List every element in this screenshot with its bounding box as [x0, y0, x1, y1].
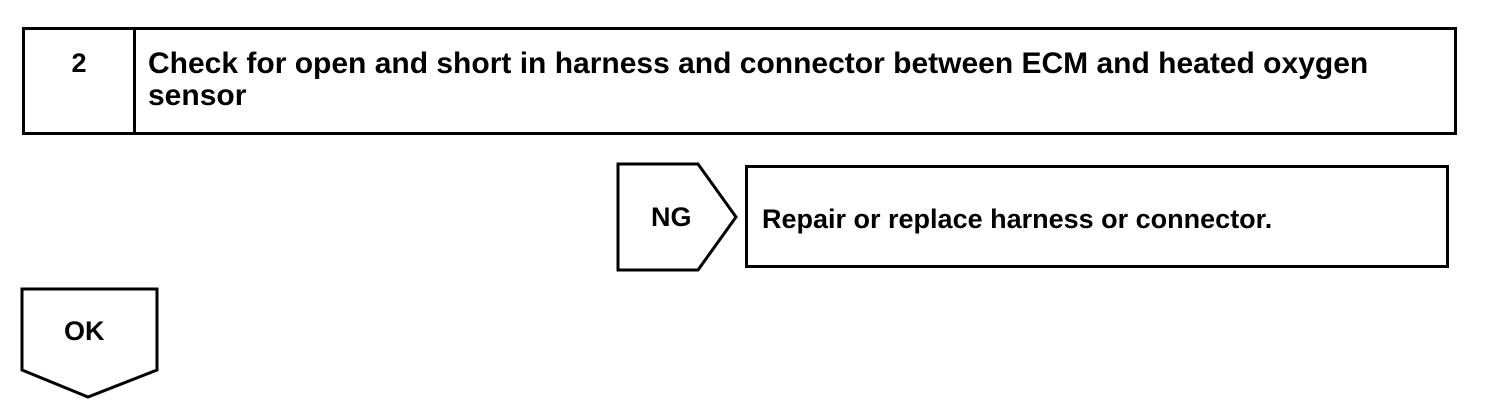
ng-label: NG — [651, 202, 692, 232]
ok-label: OK — [64, 316, 105, 346]
ng-action-box: Repair or replace harness or connector. — [745, 165, 1449, 268]
step-box: 2 Check for open and short in harness an… — [22, 27, 1457, 135]
step-number: 2 — [25, 30, 136, 132]
step-title: Check for open and short in harness and … — [148, 47, 1369, 112]
ng-action-text: Repair or replace harness or connector. — [762, 204, 1273, 234]
ng-arrow-icon — [616, 162, 738, 272]
ok-arrow-icon — [20, 287, 159, 399]
